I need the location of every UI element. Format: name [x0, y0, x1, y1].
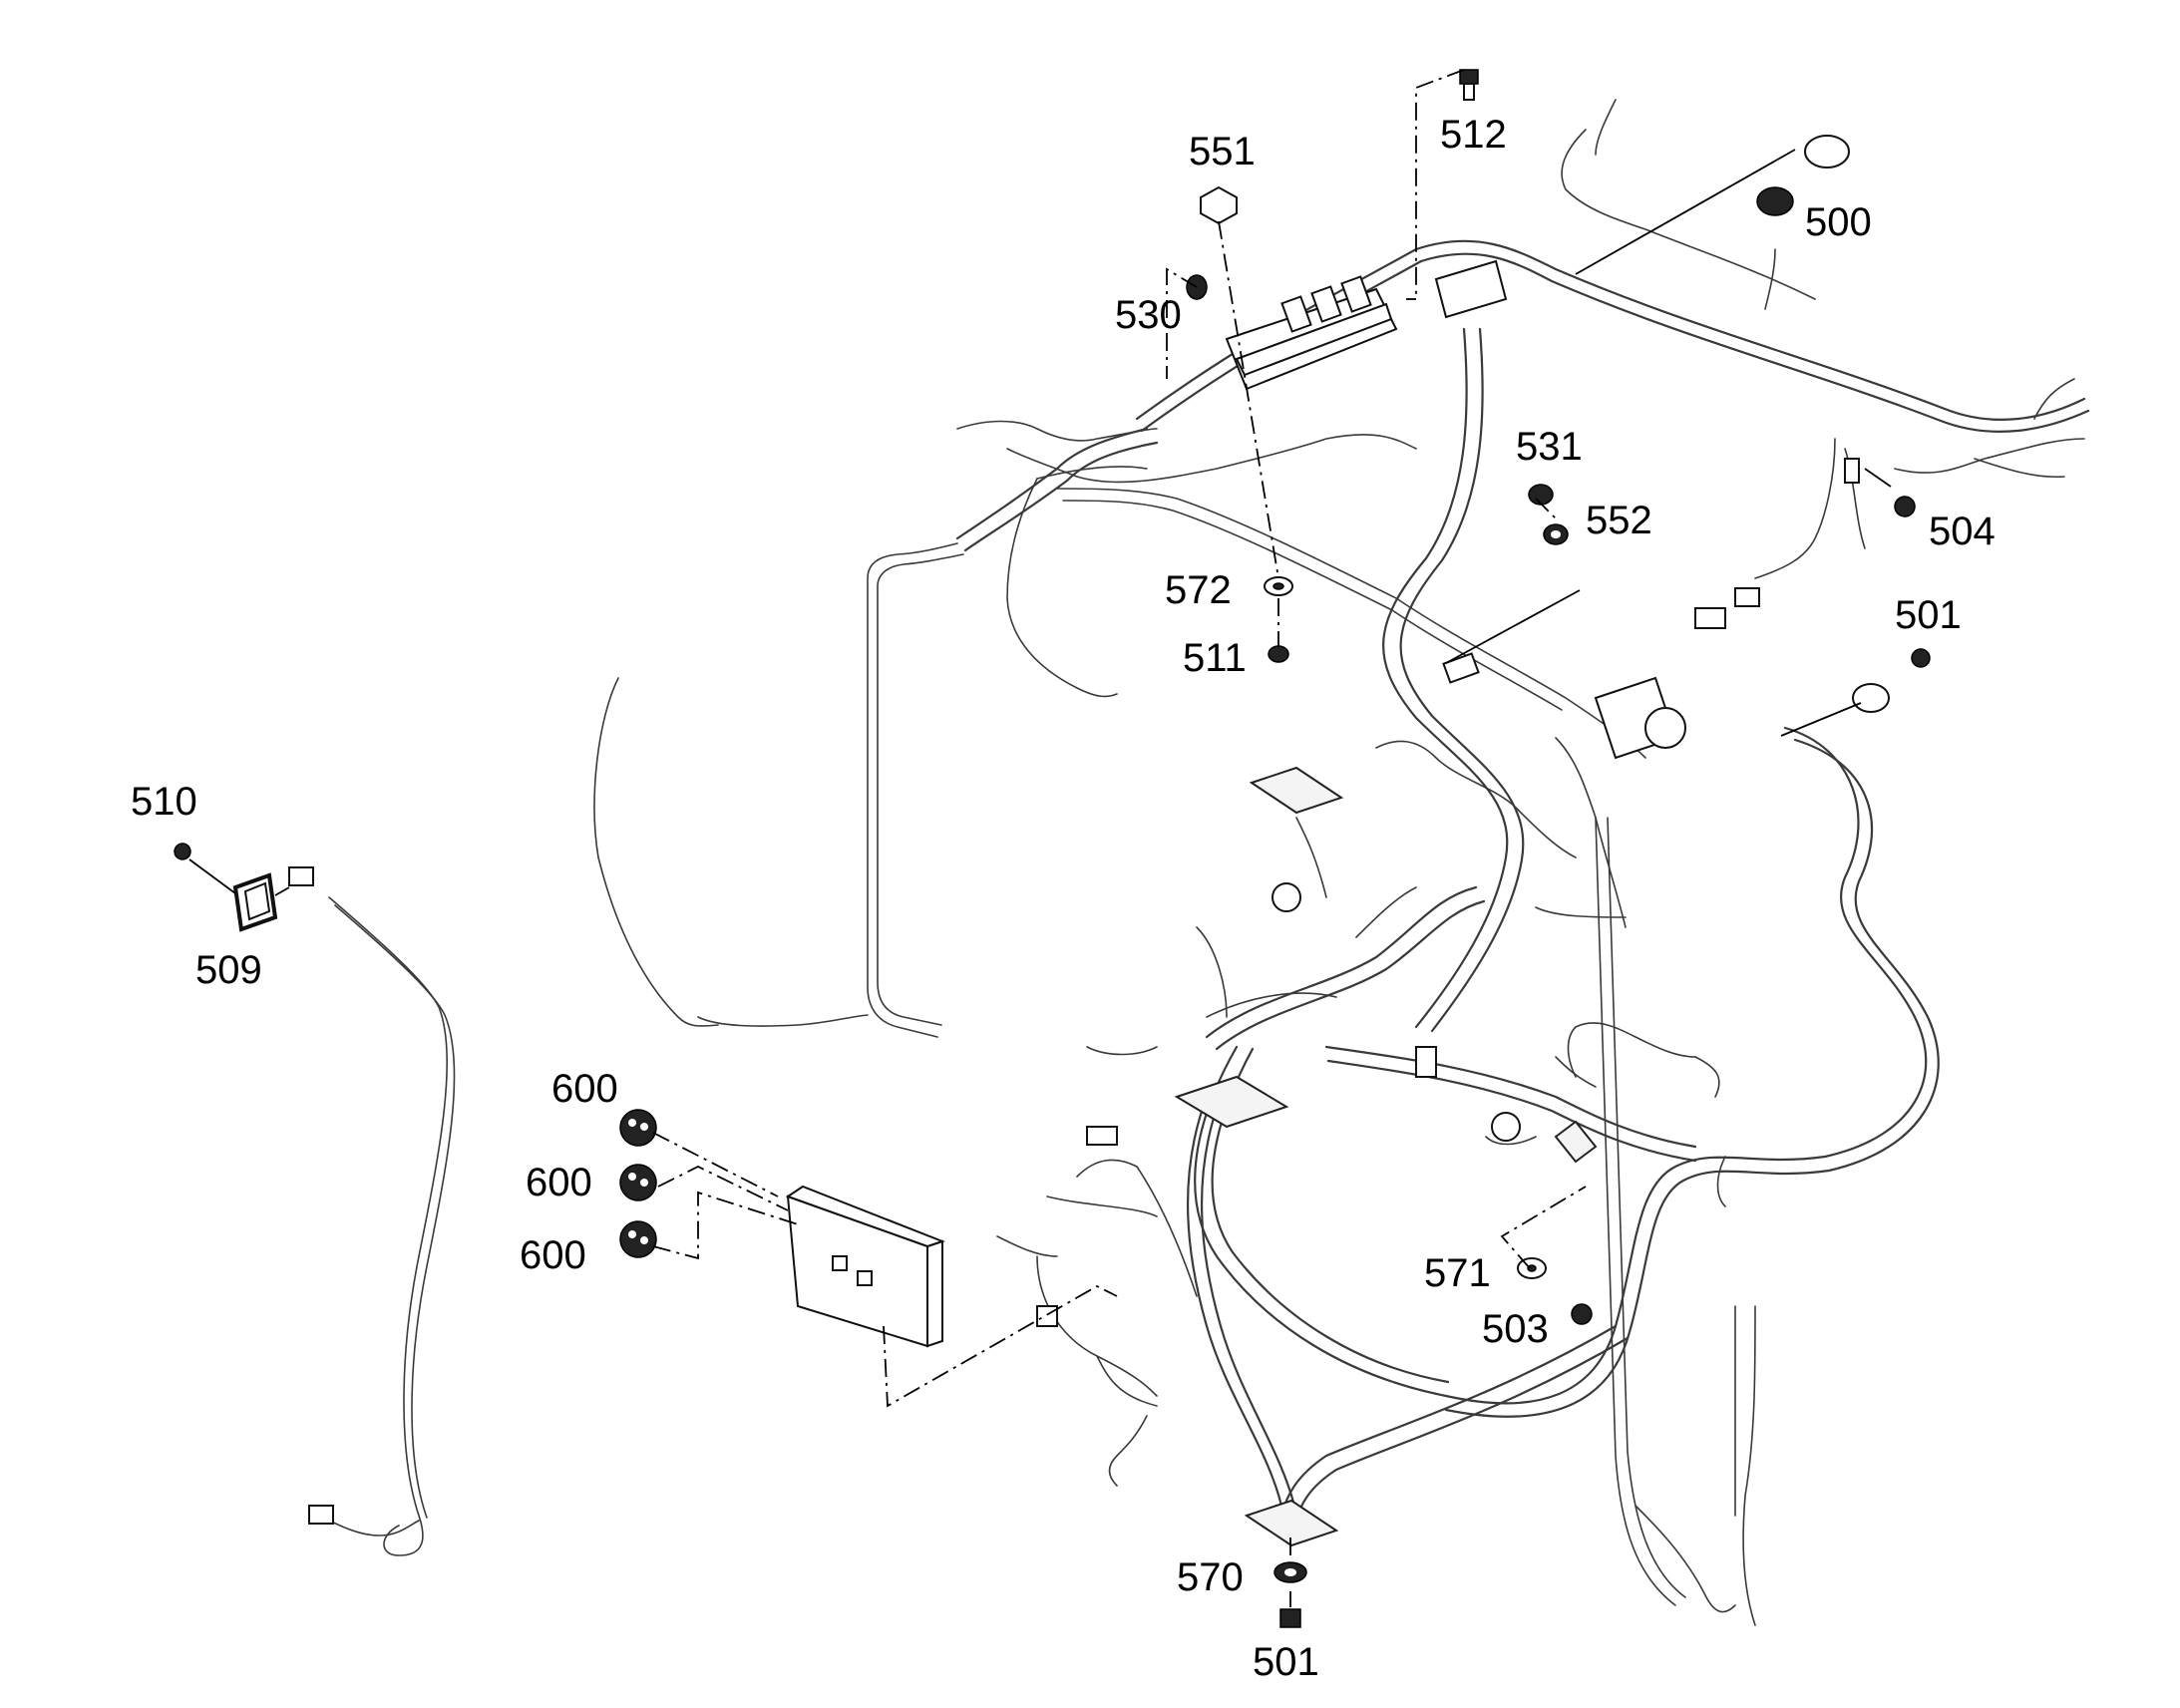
screw-501-lower [1279, 1608, 1301, 1628]
screw-501-upper [1911, 648, 1931, 668]
screw-511 [1268, 645, 1289, 663]
callout-509: 509 [195, 948, 262, 992]
connector-b [1694, 607, 1726, 629]
grommet-right [1644, 707, 1686, 749]
grommet-501-upper [1852, 683, 1890, 713]
connector-plug-600-c [619, 1220, 657, 1258]
callout-503: 503 [1482, 1307, 1549, 1351]
callout-501-lower: 501 [1253, 1640, 1319, 1684]
screw-503 [1571, 1303, 1593, 1325]
bolt-504 [1894, 496, 1916, 517]
callout-500: 500 [1805, 200, 1872, 244]
grommet-left [1491, 1112, 1521, 1142]
connector-sensor-bottom [308, 1505, 334, 1525]
bolt-512-shank [1463, 83, 1475, 101]
mounting-plate-bottom [1244, 1499, 1339, 1547]
components [232, 259, 1860, 1547]
main-harness [955, 239, 2090, 1522]
callout-531: 531 [1516, 425, 1583, 469]
bolt-512-head [1459, 69, 1479, 85]
callout-600-a: 600 [551, 1067, 618, 1111]
mounting-plate-right [1554, 1120, 1598, 1164]
grommet-centre [1272, 882, 1301, 912]
callout-572: 572 [1165, 568, 1232, 612]
connector-a [1442, 652, 1480, 684]
fasteners [174, 69, 1931, 1628]
leader-lines [188, 69, 1892, 1607]
callout-530: 530 [1115, 293, 1182, 337]
callout-510: 510 [131, 780, 197, 824]
connector-plug-600-a [619, 1109, 657, 1147]
connector-e [1036, 1305, 1058, 1327]
connector-f [1734, 587, 1760, 607]
ring-terminal-500 [1804, 135, 1850, 169]
fuse-relay-block [1225, 275, 1398, 391]
callout-600-c: 600 [520, 1233, 586, 1277]
callout-600-b: 600 [526, 1161, 592, 1204]
callout-501-upper: 501 [1895, 593, 1962, 637]
screw-510 [174, 843, 191, 860]
ecu-module [785, 1185, 945, 1348]
callout-571: 571 [1424, 1251, 1491, 1295]
callout-551: 551 [1189, 130, 1256, 173]
callout-labels: 500 501 501 503 504 509 510 511 512 530 … [131, 113, 1996, 1684]
callout-512: 512 [1440, 113, 1507, 157]
callout-570: 570 [1177, 1555, 1244, 1599]
nut-551 [1200, 185, 1238, 225]
bolt-531 [1528, 484, 1554, 506]
callout-511: 511 [1183, 636, 1247, 680]
callout-504: 504 [1929, 510, 1996, 553]
branch-wires [318, 99, 2085, 1626]
connector-sensor-top [288, 866, 314, 886]
bracket-504 [1844, 458, 1860, 484]
connector-plug-600-b [619, 1164, 657, 1201]
callout-552: 552 [1586, 499, 1652, 542]
connector-d [1415, 1046, 1437, 1078]
mounting-plate-upper [1249, 766, 1344, 815]
connector-c [1086, 1126, 1118, 1146]
relay-connector-top [1434, 259, 1508, 319]
mounting-plate-mid [1174, 1075, 1289, 1129]
nut-500 [1756, 186, 1794, 216]
